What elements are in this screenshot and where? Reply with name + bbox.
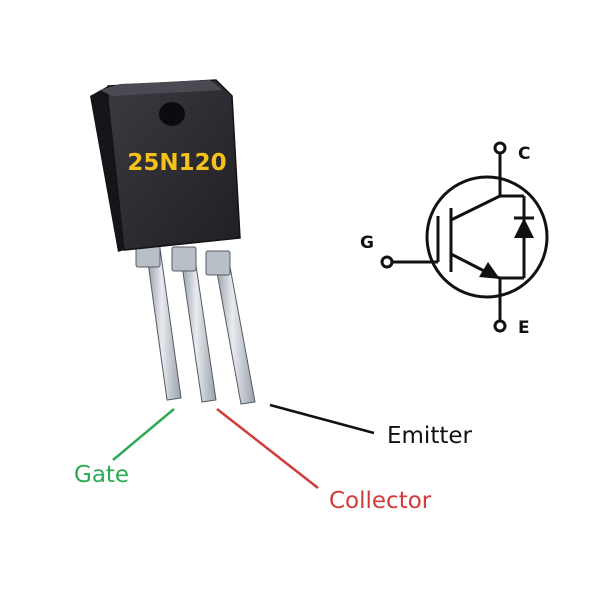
emitter-arrow-icon [479,262,500,279]
gate-label: Gate [74,462,129,488]
gate-callout-line [112,408,175,461]
emitter-label: Emitter [387,423,473,449]
mounting-hole [159,102,185,126]
symbol-circle [425,175,549,299]
diode-icon [514,218,534,238]
gate-terminal-icon [380,255,394,269]
igbt-symbol [380,141,549,333]
symbol-collector-label: C [518,144,530,164]
package-tab [100,80,222,96]
to247-package: 25N120 [90,79,256,405]
collector-terminal-icon [493,141,507,155]
emitter-lead [213,255,256,405]
transistor-leads [135,242,256,405]
part-number-label: 25N120 [127,150,226,176]
package-side [90,86,124,252]
collector-callout-line [216,408,319,489]
symbol-emitter-label: E [518,318,530,338]
emitter-callout-line [269,403,375,435]
collector-label: Collector [329,488,432,514]
emitter-terminal-icon [493,319,507,333]
symbol-gate-label: G [360,233,374,253]
package-body [107,79,241,251]
